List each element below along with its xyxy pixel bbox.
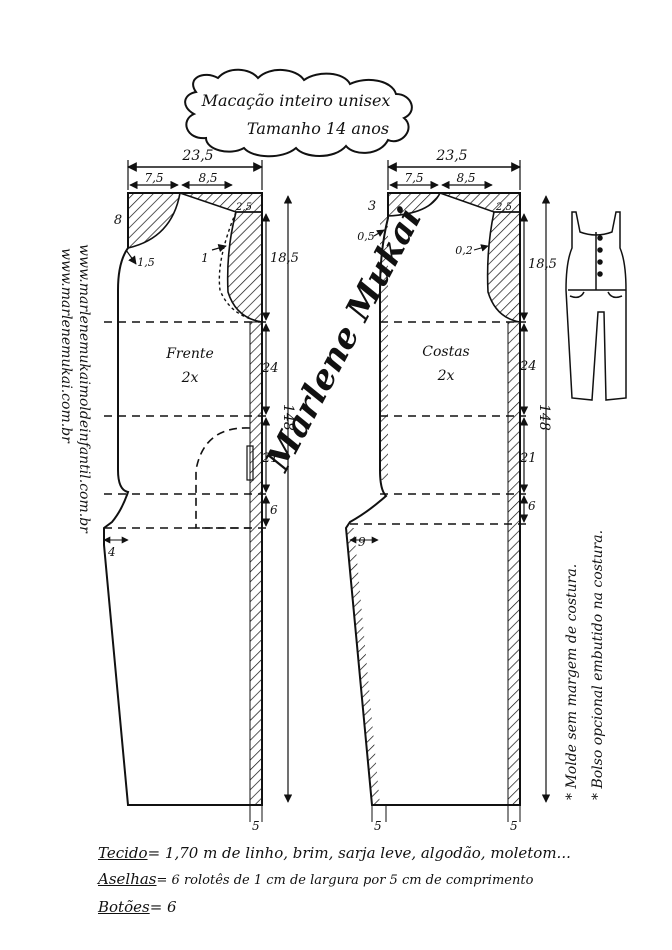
back-left-hatch — [380, 216, 388, 480]
loops-key: Aselhas — [98, 870, 157, 888]
back-dimensions: 23,5 7,5 8,5 2,5 3 0,5 0,2 18,5 24 21 6 … — [349, 148, 557, 833]
front-pocket-opening — [246, 445, 254, 481]
back-armhole-drop: 18,5 — [528, 257, 557, 272]
back-count: 2x — [437, 368, 455, 384]
back-segment-c: 6 — [528, 499, 536, 513]
back-shoulder-left: 7,5 — [404, 171, 423, 185]
front-armhole — [226, 211, 263, 323]
front-neck-drop: 8 — [114, 213, 122, 228]
signature-text: Marlene Mukai — [258, 202, 430, 479]
back-segment-b: 21 — [519, 451, 537, 466]
back-total-length: 148 — [536, 404, 552, 431]
title-cloud: Macação inteiro unisex Tamanho 14 anos — [184, 68, 413, 158]
front-segment-a: 24 — [261, 361, 279, 376]
buttons-value: = 6 — [149, 898, 177, 916]
front-dimensions: 23,5 7,5 8,5 2,5 8 1,5 1 18,5 24 21 6 14… — [103, 148, 299, 833]
front-armhole-offset: 1 — [201, 251, 209, 265]
front-pocket — [195, 427, 251, 529]
signature-mark: Marlene Mukai — [258, 202, 430, 479]
front-hem: 5 — [252, 819, 260, 833]
front-neck-hatch — [127, 192, 181, 250]
front-segment-b: 21 — [261, 451, 279, 466]
back-hem-left: 5 — [374, 819, 382, 833]
side-notes: * Molde sem margem de costura. * Bolso o… — [564, 530, 606, 800]
back-armhole-offset: 0,2 — [455, 244, 473, 257]
back-crotch: 9 — [358, 535, 366, 549]
front-total-length: 148 — [280, 404, 296, 431]
back-label: Costas — [422, 344, 469, 360]
front-count: 2x — [181, 370, 199, 386]
front-outline — [103, 192, 263, 806]
front-side-hatch — [249, 321, 263, 806]
front-shoulder-left: 7,5 — [144, 171, 163, 185]
fabric-line: Tecido= 1,70 m de linho, brim, sarja lev… — [98, 840, 658, 866]
back-piece: Costas 2x — [344, 192, 526, 806]
title-line-1: Macação inteiro unisex — [201, 91, 391, 110]
fabric-value: = 1,70 m de linho, brim, sarja leve, alg… — [147, 844, 571, 862]
back-leg-hatch-left — [346, 528, 380, 805]
front-shoulder-height: 2,5 — [235, 202, 252, 213]
back-neck-offset: 0,5 — [357, 230, 375, 243]
loops-line: Aselhas= 6 rolotês de 1 cm de largura po… — [98, 866, 658, 894]
front-armhole-drop: 18,5 — [270, 251, 299, 266]
url-line-1: www.marlenemukaimoldeinfantil.com.br — [76, 244, 92, 534]
loops-value: = 6 rolotês de 1 cm de largura por 5 cm … — [156, 873, 534, 888]
back-armhole — [486, 211, 521, 323]
front-shoulder-right: 8,5 — [198, 171, 217, 185]
back-shoulder-height: 2,5 — [495, 202, 512, 213]
note-line-1: * Molde sem margem de costura. — [564, 564, 580, 800]
front-neck-offset: 1,5 — [137, 256, 155, 269]
buttons-line: Botões= 6 — [98, 894, 658, 920]
jumpsuit-sketch — [565, 211, 627, 401]
back-hem-right: 5 — [510, 819, 518, 833]
front-label: Frente — [165, 346, 214, 362]
back-shoulder-right: 8,5 — [456, 171, 475, 185]
front-crotch: 4 — [107, 545, 116, 559]
back-side-hatch — [507, 321, 521, 806]
front-segment-c: 6 — [270, 503, 278, 517]
back-neck-drop: 3 — [368, 199, 376, 214]
side-urls: www.marlenemukaimoldeinfantil.com.br www… — [58, 244, 92, 534]
front-width-top: 23,5 — [181, 148, 213, 164]
front-piece: Frente 2x — [103, 192, 268, 806]
back-segment-a: 24 — [519, 359, 537, 374]
title-line-2: Tamanho 14 anos — [247, 119, 389, 138]
note-line-2: * Bolso opcional embutido na costura. — [590, 530, 606, 800]
back-width-top: 23,5 — [435, 148, 467, 164]
fabric-key: Tecido — [98, 844, 148, 862]
buttons-key: Botões — [98, 898, 150, 916]
material-notes: Tecido= 1,70 m de linho, brim, sarja lev… — [98, 840, 658, 920]
url-line-2: www.marlenemukai.com.br — [58, 248, 74, 444]
